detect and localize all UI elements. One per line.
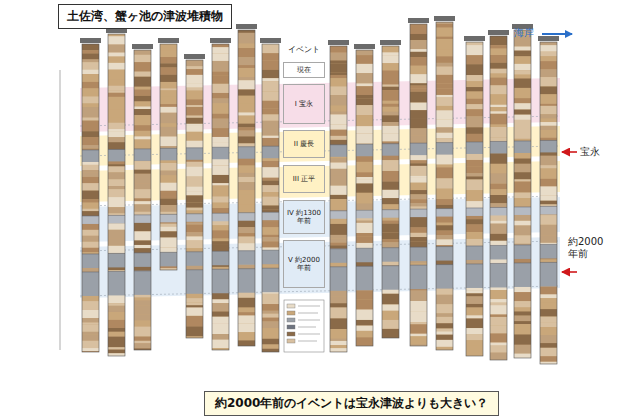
caption-box-text: 約2000年前のイベントは宝永津波よりも大きい？ — [215, 395, 488, 412]
sediment-core — [354, 44, 375, 346]
event-callout: 約2000年前 — [568, 236, 612, 260]
event-band-box: 現在 — [283, 62, 325, 78]
event-label: V 約2000年前 — [285, 256, 323, 273]
direction-arrow — [542, 33, 572, 35]
pointer-arrow — [562, 151, 577, 153]
sediment-core — [236, 24, 257, 346]
event-label: IV 約1300年前 — [285, 209, 323, 226]
event-band — [80, 197, 560, 242]
sediment-core — [184, 54, 205, 338]
legend-box — [284, 300, 324, 352]
sediment-core — [328, 40, 349, 352]
event-band-box: III 正平 — [283, 165, 325, 193]
direction-label: 海岸 — [514, 26, 534, 40]
event-band-box: IV 約1300年前 — [283, 200, 325, 234]
sediment-core — [408, 18, 429, 346]
title-box-text: 土佐湾、蟹ヶ池の津波堆積物 — [67, 8, 223, 25]
event-band — [80, 161, 560, 202]
event-label: III 正平 — [293, 175, 315, 183]
column-heading: イベント — [288, 44, 320, 55]
title-box: 土佐湾、蟹ヶ池の津波堆積物 — [58, 4, 232, 29]
sediment-core — [464, 36, 485, 356]
pointer-arrow — [562, 271, 577, 273]
sediment-core — [158, 38, 179, 270]
event-band-box: I 宝永 — [283, 84, 325, 124]
sediment-core — [80, 38, 101, 352]
event-band — [80, 237, 560, 298]
sediment-core — [210, 38, 231, 350]
event-band-box: V 約2000年前 — [283, 240, 325, 288]
sediment-core — [132, 44, 153, 350]
sediment-core — [512, 24, 533, 358]
event-band — [80, 126, 560, 166]
event-band-box: II 慶長 — [283, 130, 325, 158]
event-label: II 慶長 — [294, 140, 314, 148]
event-callout: 宝永 — [580, 145, 600, 159]
event-label: I 宝永 — [295, 100, 313, 108]
event-label: 現在 — [297, 66, 311, 74]
depth-axis — [60, 70, 61, 350]
sediment-core — [488, 30, 509, 360]
sediment-core — [538, 36, 559, 364]
sediment-core — [380, 40, 401, 338]
sediment-core — [260, 38, 281, 352]
sediment-core — [434, 16, 455, 350]
caption-box: 約2000年前のイベントは宝永津波よりも大きい？ — [204, 391, 499, 416]
event-band — [80, 78, 560, 132]
sediment-core — [106, 28, 127, 356]
